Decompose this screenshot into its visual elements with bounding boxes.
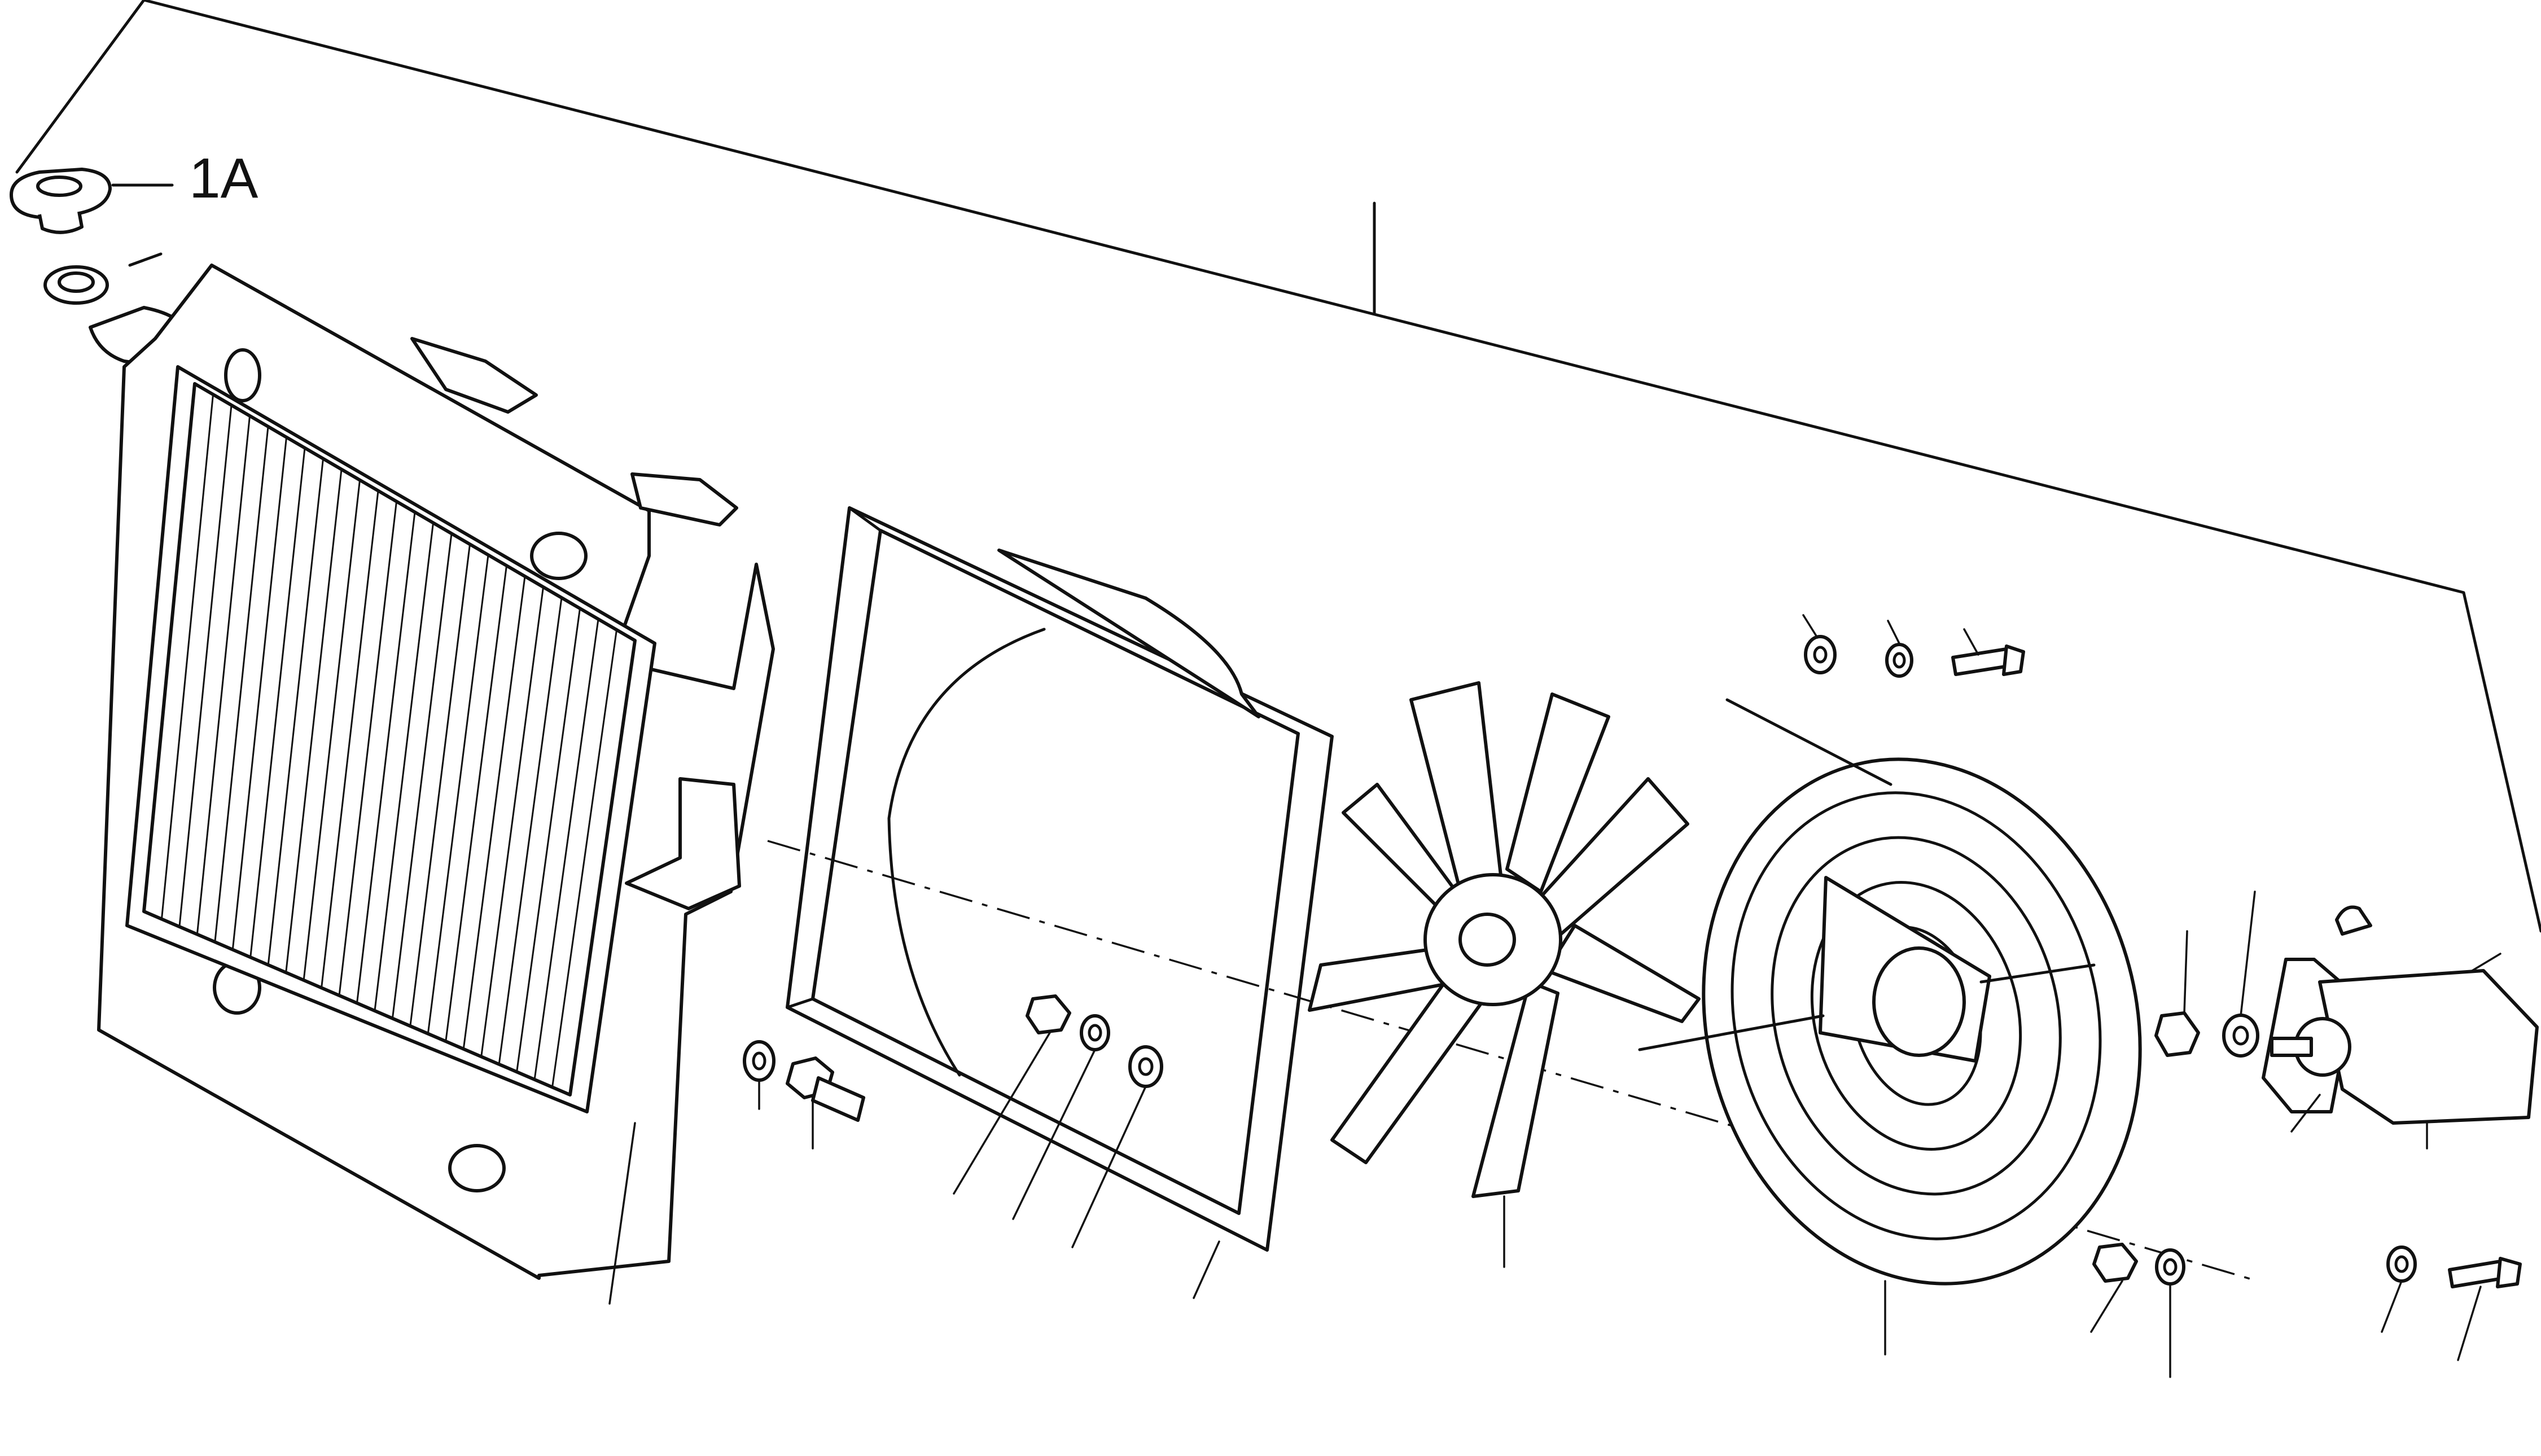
- radiator-core: [125, 365, 656, 1113]
- hex-nut: [2154, 1011, 2200, 1057]
- washer: [2222, 1014, 2259, 1058]
- hex-nut: [2092, 1243, 2138, 1283]
- radiator-fin: [267, 458, 324, 965]
- radiator-fin: [551, 629, 617, 1087]
- radiator-fin: [160, 394, 214, 919]
- washer: [1804, 635, 1837, 674]
- radiator-fin: [321, 490, 379, 988]
- radiator-fin: [480, 587, 544, 1057]
- leader-lines: [608, 614, 2501, 1378]
- radiator-fin: [178, 405, 233, 927]
- fan-blade: [1308, 681, 1701, 1198]
- radiator-fin: [445, 565, 507, 1042]
- radiator-fin: [303, 480, 361, 981]
- hex-bolt: [786, 1056, 865, 1122]
- radiator-fin: [196, 415, 251, 935]
- radiator-fin: [533, 619, 599, 1080]
- fan-guard: [1638, 698, 2142, 1286]
- assembly-bracket-line: [15, 0, 2541, 933]
- hex-nut: [1026, 994, 1071, 1034]
- woodruff-key: [2335, 905, 2372, 936]
- washer: [1885, 643, 1913, 678]
- radiator-fin: [498, 597, 563, 1065]
- radiator-fin: [214, 426, 269, 942]
- washer: [1128, 1045, 1163, 1088]
- radiator-fin: [462, 576, 526, 1049]
- radiator-fin: [516, 608, 581, 1072]
- radiator-fin: [374, 523, 434, 1011]
- radiator-fin: [391, 533, 453, 1019]
- callout-label-1a: 1A: [189, 147, 259, 210]
- center-axis-line: [767, 840, 2258, 1282]
- radiator-fin: [409, 544, 471, 1027]
- washer: [2155, 1248, 2185, 1286]
- radiator-fin: [427, 555, 489, 1034]
- washer: [743, 1040, 776, 1082]
- radiator-core-fins: [160, 394, 617, 1087]
- radiator-fin: [356, 512, 416, 1003]
- hydraulic-motor: [2262, 958, 2539, 1125]
- radiator-fin: [231, 437, 287, 950]
- flange-bolt: [2448, 1257, 2522, 1288]
- flange-bolt: [1951, 644, 2025, 676]
- washer: [2386, 1246, 2417, 1283]
- radiator-fin: [285, 469, 343, 973]
- radiator-cap: [10, 168, 112, 234]
- fan-shroud: [786, 506, 1334, 1252]
- washer: [1080, 1014, 1110, 1051]
- radiator-fin: [338, 501, 397, 996]
- radiator-fin: [249, 448, 306, 958]
